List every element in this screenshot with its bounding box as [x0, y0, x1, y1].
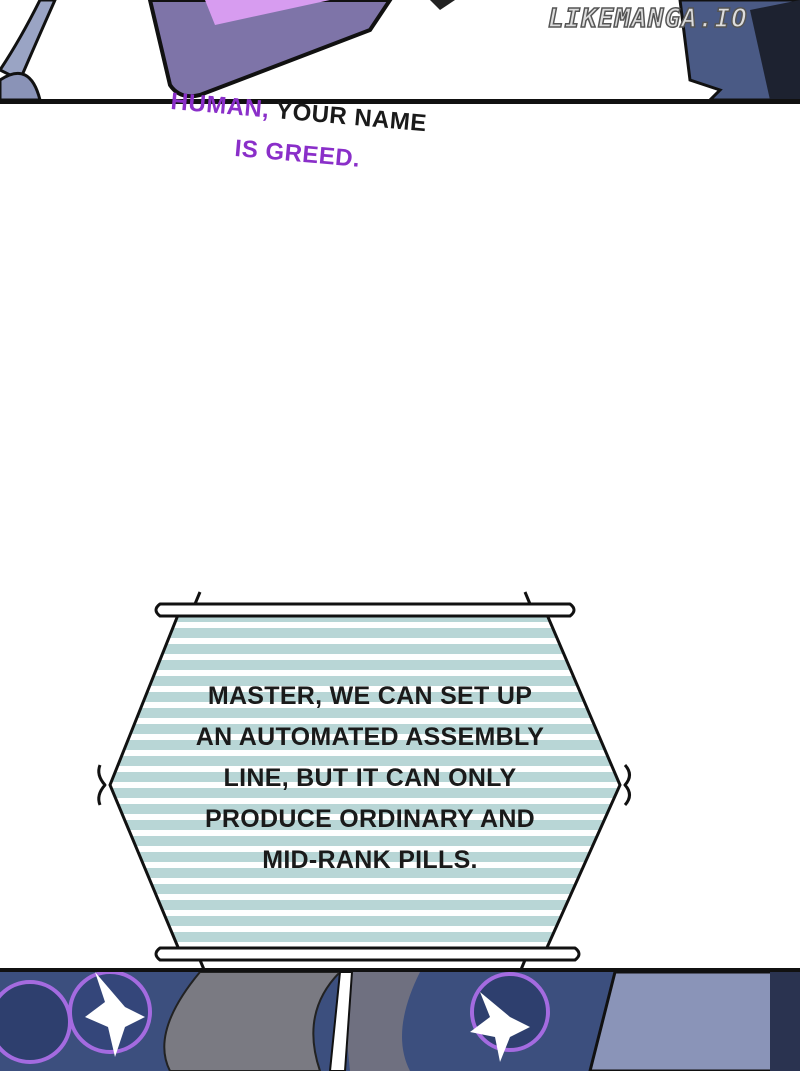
bubble-line: AN AUTOMATED ASSEMBLY — [195, 723, 545, 751]
speech-bubble-text: MASTER, WE CAN SET UP AN AUTOMATED ASSEM… — [130, 676, 610, 881]
bottom-panel-art — [0, 972, 800, 1071]
panel-border — [0, 99, 800, 104]
bubble-line: LINE, BUT IT CAN ONLY — [223, 764, 517, 792]
speech-bubble — [97, 591, 631, 973]
bottom-comic-panel — [0, 968, 800, 1071]
bubble-line: MASTER, WE CAN SET UP — [207, 682, 533, 710]
narration-line-2: IS GREED. — [233, 135, 362, 173]
top-panel-art — [0, 0, 800, 100]
bubble-line: MID-RANK PILLS. — [262, 846, 478, 874]
top-comic-panel: LIKEMANGA.IO — [0, 0, 800, 100]
bubble-line: PRODUCE ORDINARY AND — [204, 805, 536, 833]
watermark-text: LIKEMANGA.IO — [547, 3, 748, 35]
